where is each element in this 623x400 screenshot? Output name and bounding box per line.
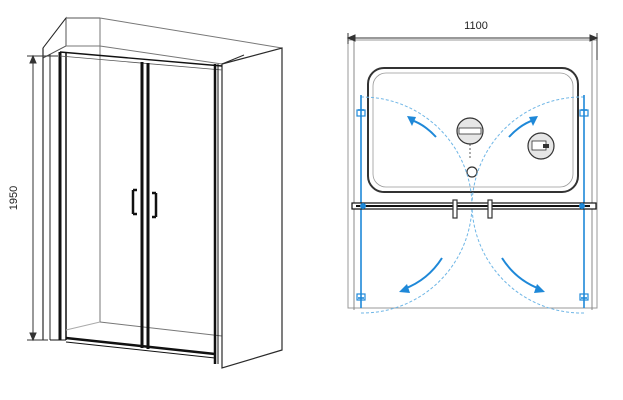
height-dimension: [27, 54, 58, 342]
right-door-handle: [152, 191, 158, 219]
swing-arrow-inner-left: [407, 116, 437, 138]
shower-tray-inner: [372, 72, 574, 188]
width-dimension: [346, 33, 599, 60]
door-threshold: [50, 336, 216, 359]
glass-panel-left-open: [358, 95, 364, 308]
drain-icon: [466, 166, 478, 178]
plan-side-walls: [353, 40, 593, 310]
right-wall-panel: [221, 47, 283, 369]
back-wall: [66, 17, 283, 337]
magnet-seal-icon: [456, 117, 484, 160]
door-swing-arcs: [360, 96, 585, 314]
plan-hinge-brackets: [356, 109, 589, 301]
perspective-view: [42, 16, 283, 369]
hinge-detail-icon: [527, 132, 555, 160]
closed-door-line: [351, 202, 597, 210]
door-center-posts: [140, 62, 150, 349]
plan-view: [347, 39, 598, 314]
left-wall-panel: [42, 16, 100, 340]
width-dimension-label: 1100: [464, 20, 488, 32]
plan-outer-frame: [347, 39, 598, 309]
glass-panel-right-open: [581, 95, 587, 308]
height-dimension-label: 1950: [8, 186, 20, 210]
left-door-handle: [131, 188, 137, 216]
shower-tray: [367, 67, 579, 193]
swing-arrow-inner-right: [508, 116, 538, 138]
swing-arrow-outer-right: [501, 257, 545, 293]
door-frame: [58, 51, 223, 364]
plan-handles: [452, 199, 493, 219]
swing-arrow-outer-left: [399, 257, 443, 293]
